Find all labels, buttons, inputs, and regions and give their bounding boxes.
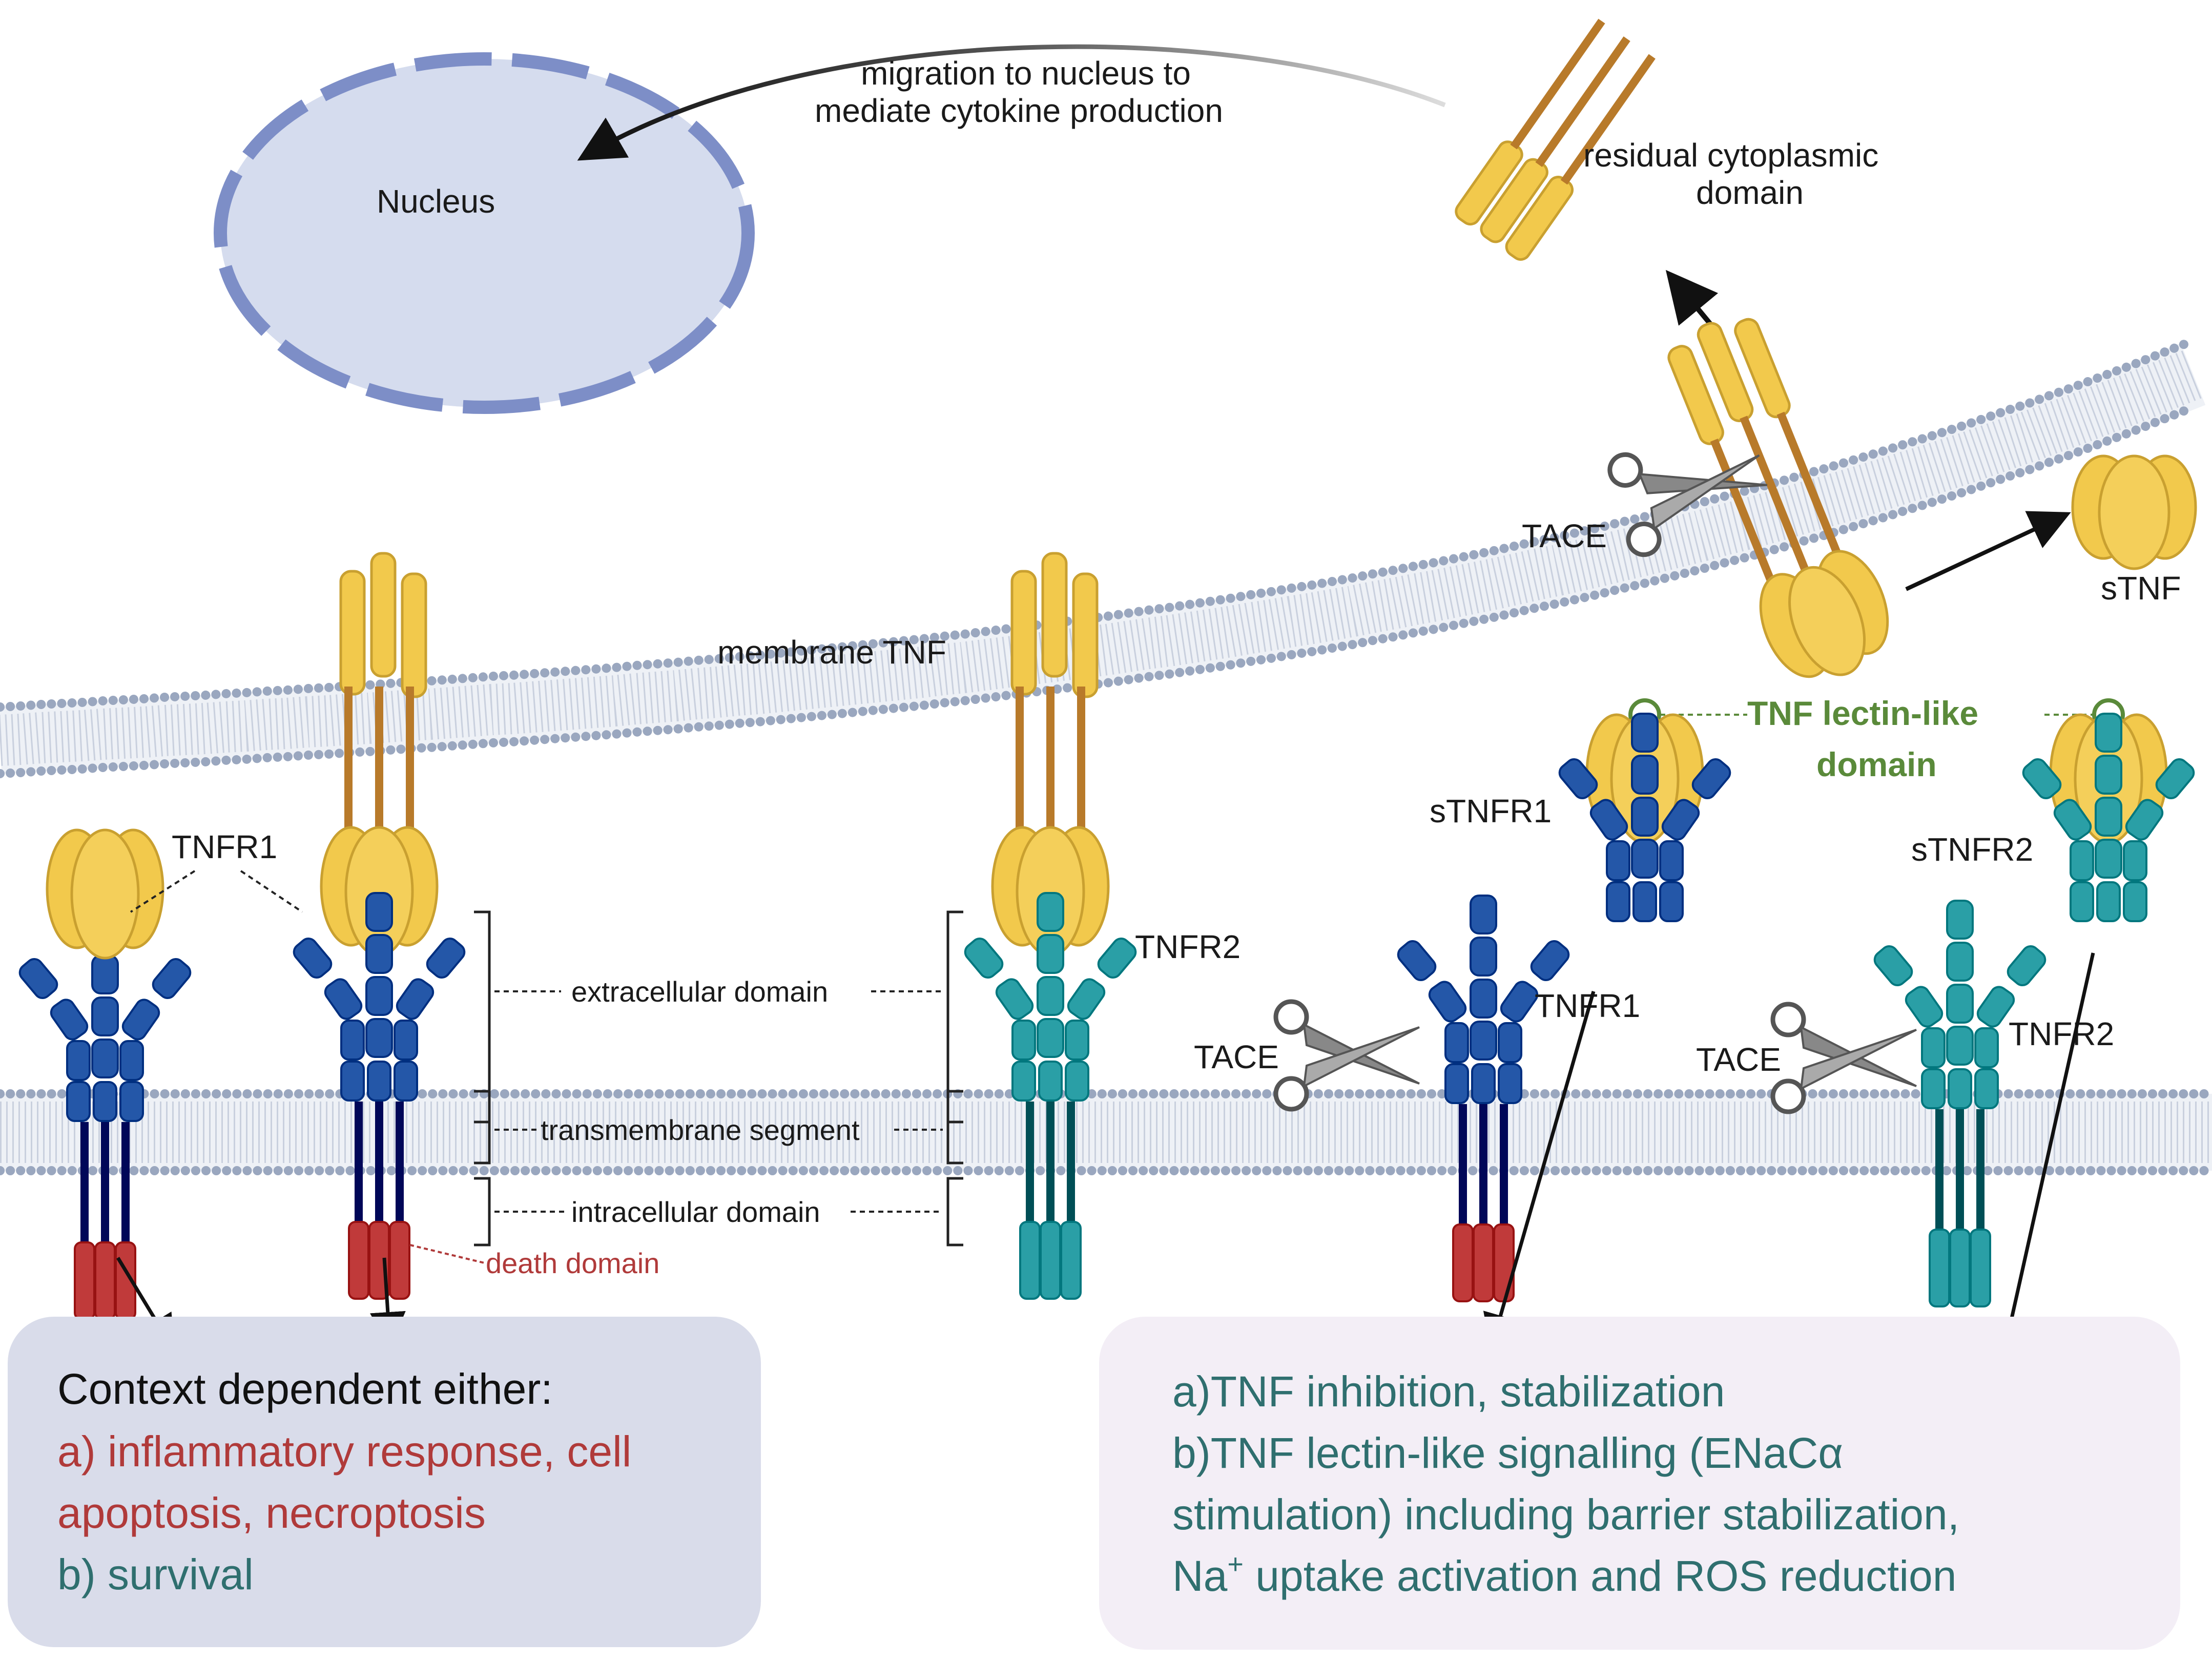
left-box-line-1: Context dependent either: (57, 1365, 553, 1413)
nucleus: Nucleus (214, 52, 755, 414)
tnfr1-leader-2 (240, 870, 303, 913)
tnfr1-free (1397, 895, 1570, 1302)
left-box-line-4: b) survival (57, 1550, 254, 1598)
scissors-icon (1607, 452, 1768, 557)
residual-label-2: domain (1696, 174, 1804, 211)
right-box-line-3: stimulation) including barrier stabiliza… (1172, 1490, 1959, 1539)
tace-label-top: TACE (1522, 517, 1607, 554)
intracellular-label: intracellular domain (571, 1196, 820, 1228)
right-box-line-2: b)TNF lectin-like signalling (ENaCα (1172, 1429, 1843, 1477)
tnfr1-leader-1 (130, 870, 196, 913)
tace-label-right: TACE (1696, 1041, 1781, 1078)
tnfr2-label-right: TNFR2 (2009, 1015, 2114, 1052)
cleaving-membrane-tnf (1667, 318, 1889, 678)
stnfr1-label: sTNFR1 (1430, 793, 1552, 829)
stnfr1-complex (1558, 713, 1731, 922)
left-box-line-3: apoptosis, necroptosis (57, 1489, 486, 1537)
stnf-label: sTNF (2101, 570, 2181, 607)
effect-arrow-4 (1991, 952, 2095, 1366)
stnf-trimer (2071, 454, 2197, 570)
tnfr1-label-left: TNFR1 (172, 828, 277, 865)
right-box-line-4: Na+ uptake activation and ROS reduction (1172, 1549, 1956, 1600)
membrane-tnf-label: membrane TNF (717, 634, 946, 671)
migration-label-2: mediate cytokine production (815, 92, 1223, 129)
migration-arrow (577, 44, 1446, 161)
tnfr2-label-mid: TNFR2 (1135, 928, 1241, 965)
tnfr2-with-membrane-tnf (964, 552, 1137, 1300)
stnfr2-label: sTNFR2 (1911, 831, 2033, 868)
lower-cell-membrane (0, 1089, 2212, 1175)
domain-brackets (474, 910, 963, 1247)
lectin-label-2: domain (1816, 745, 1937, 783)
stnfr2-complex (2022, 713, 2195, 922)
tnfr1-with-membrane-tnf (293, 552, 466, 1300)
nucleus-label: Nucleus (377, 183, 495, 220)
residual-label-1: residual cytoplasmic (1583, 137, 1878, 174)
stnf-release-arrow (1905, 511, 2071, 591)
lectin-label-1: TNF lectin-like (1747, 694, 1978, 732)
extracellular-label: extracellular domain (571, 975, 828, 1008)
tnfr1-with-stnf (18, 828, 192, 1320)
transmembrane-label: transmembrane segment (541, 1114, 860, 1146)
right-box-line-1: a)TNF inhibition, stabilization (1172, 1367, 1725, 1416)
right-effects-box (1099, 1317, 2180, 1650)
left-effects-box (8, 1317, 761, 1647)
migration-label-1: migration to nucleus to (861, 55, 1191, 92)
death-domain-leader (409, 1244, 485, 1264)
tnfr2-free (1873, 900, 2046, 1307)
domain-leaders (494, 990, 943, 1213)
tace-label-mid: TACE (1194, 1038, 1279, 1075)
scissors-icon (1273, 999, 1420, 1112)
scissors-icon (1770, 1002, 1917, 1114)
residual-cytoplasmic-domain (1455, 18, 1656, 261)
left-box-line-2: a) inflammatory response, cell (57, 1427, 631, 1476)
death-domain-label: death domain (486, 1247, 659, 1279)
effect-arrow-3 (1483, 991, 1596, 1351)
